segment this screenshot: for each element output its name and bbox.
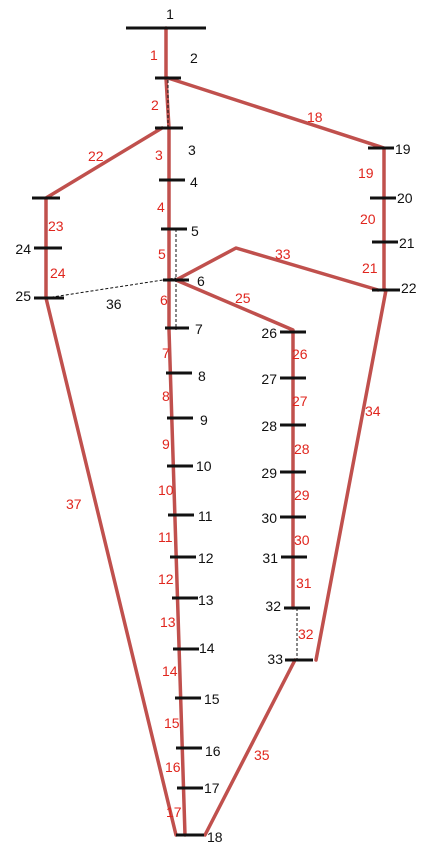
branch-line-33 [174, 246, 380, 292]
branch-1-label: 1 [150, 47, 158, 63]
branch-37-label: 37 [66, 496, 82, 512]
bus-9-label: 9 [200, 412, 208, 428]
bus-14-label: 14 [199, 640, 215, 656]
branch-13-label: 13 [160, 614, 176, 630]
bus-29-label: 29 [261, 465, 277, 481]
bus-26-label: 26 [261, 325, 277, 341]
branch-11-label: 11 [158, 529, 173, 545]
branch-23-label: 23 [48, 218, 64, 234]
bus-15-label: 15 [204, 691, 220, 707]
bus-25-label: 25 [15, 288, 31, 304]
branch-31-label: 31 [296, 575, 312, 591]
branch-17-label: 17 [166, 804, 182, 820]
bus-6-label: 6 [197, 273, 205, 289]
bus-33-label: 33 [267, 651, 283, 667]
branch-18-label: 18 [307, 109, 323, 125]
bus-21-label: 21 [399, 235, 415, 251]
branch-line-25-26-33 [174, 278, 295, 610]
branch-25-label: 25 [235, 290, 251, 306]
branch-19-label: 19 [358, 165, 374, 181]
branch-12-label: 12 [158, 571, 174, 587]
labels: 1234567891011121314151617181920212224252… [15, 6, 416, 845]
branch-5-label: 5 [158, 246, 166, 262]
branch-33-label: 33 [275, 246, 291, 262]
branch-4-label: 4 [157, 199, 165, 215]
branch-34-label: 34 [365, 403, 381, 419]
bus-17-label: 17 [204, 780, 220, 796]
bus-2-label: 2 [190, 50, 198, 66]
branch-line-34 [314, 288, 388, 662]
branch-10-label: 10 [158, 482, 174, 498]
branch-24-label: 24 [50, 265, 66, 281]
branch-9-label: 9 [162, 436, 170, 452]
branch-3-label: 3 [155, 147, 163, 163]
branch-20-label: 20 [360, 211, 376, 227]
bus-13-label: 13 [198, 592, 214, 608]
bus-12-label: 12 [198, 550, 214, 566]
branch-7-label: 7 [162, 345, 170, 361]
branch-30-label: 30 [294, 532, 310, 548]
branch-35-label: 35 [254, 747, 270, 763]
bus-30-label: 30 [261, 510, 277, 526]
bus-27-label: 27 [261, 371, 277, 387]
bus-1-label: 1 [166, 6, 174, 22]
tie-line-36 [45, 277, 177, 299]
branch-26-label: 26 [292, 346, 308, 362]
branch-27-label: 27 [292, 393, 308, 409]
bus-10-label: 10 [196, 458, 212, 474]
bus-3-label: 3 [188, 142, 196, 158]
bus-7-label: 7 [195, 321, 203, 337]
branch-16-label: 16 [165, 759, 181, 775]
branch-line-37 [44, 296, 178, 837]
bus-11-label: 11 [198, 508, 213, 524]
bus-24-label: 24 [15, 241, 31, 257]
bus-32-label: 32 [265, 598, 281, 614]
bus-5-label: 5 [191, 223, 199, 239]
branch-15-label: 15 [164, 715, 180, 731]
branch-2-label: 2 [151, 97, 159, 113]
branch-21-label: 21 [362, 260, 378, 276]
bus-19-label: 19 [395, 141, 411, 157]
branch-6-label: 6 [160, 292, 168, 308]
bus-bars [32, 26, 400, 837]
branch-line-main-feeder [164, 26, 187, 837]
bus-31-label: 31 [262, 550, 278, 566]
branch-28-label: 28 [294, 441, 310, 457]
branch-8-label: 8 [162, 388, 170, 404]
branch-line-35 [203, 658, 297, 837]
branch-32-label: 32 [298, 626, 314, 642]
bus-16-label: 16 [205, 743, 221, 759]
bus-20-label: 20 [397, 190, 413, 206]
bus-4-label: 4 [190, 174, 198, 190]
bus-22-label: 22 [401, 280, 417, 296]
branch-14-label: 14 [162, 663, 178, 679]
bus-28-label: 28 [261, 418, 277, 434]
branch-36-label: 36 [106, 296, 122, 312]
bus-8-label: 8 [198, 368, 206, 384]
branch-22-label: 22 [88, 148, 104, 164]
branch-29-label: 29 [294, 487, 310, 503]
bus-18-label: 18 [207, 829, 223, 845]
